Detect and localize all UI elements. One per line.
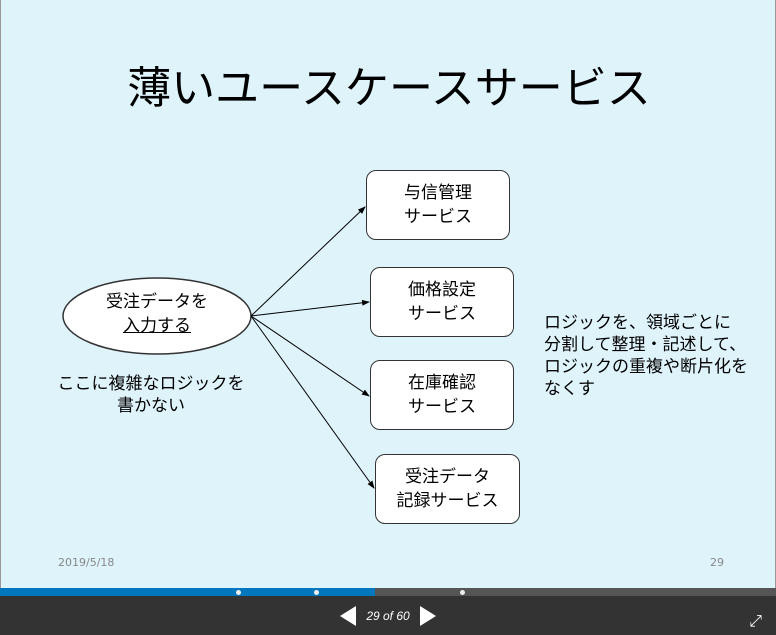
diagram-connectors <box>62 206 375 489</box>
slide-date: 2019/5/18 <box>58 556 115 569</box>
slide-counter: 29 of 60 <box>366 608 410 623</box>
service-line2: サービス <box>408 304 476 324</box>
right-note-line2: 分割して整理・記述して、 <box>544 335 747 355</box>
arrow-credit <box>250 206 366 317</box>
fullscreen-icon[interactable]: ⤢ <box>749 611 762 630</box>
right-note: ロジックを、領域ごとに 分割して整理・記述して、 ロジックの重複や断片化を なく… <box>544 312 748 400</box>
progress-fill <box>0 588 375 596</box>
use-case-line2: 入力する <box>123 316 191 336</box>
use-case-label: 受注データを 入力する <box>63 290 251 338</box>
service-box-price: 価格設定 サービス <box>370 267 514 337</box>
arrow-stock <box>250 315 370 397</box>
use-case-line1: 受注データを <box>106 292 208 312</box>
left-note-line1: ここに複雑なロジックを <box>57 374 245 394</box>
service-line1: 与信管理 <box>404 183 472 203</box>
slide-navigation: 29 of 60 <box>0 596 776 635</box>
right-note-line3: ロジックの重複や断片化を <box>544 357 748 377</box>
left-note-line2: 書かない <box>117 396 185 416</box>
service-line1: 受注データ <box>405 467 490 487</box>
arrow-record <box>250 315 375 489</box>
right-note-line4: なくす <box>544 379 595 399</box>
arrow-price <box>250 299 370 317</box>
progress-marker[interactable] <box>314 590 319 595</box>
service-line1: 在庫確認 <box>408 373 476 393</box>
service-line1: 価格設定 <box>408 280 476 300</box>
service-box-stock: 在庫確認 サービス <box>370 360 514 430</box>
slide-title: 薄いユースケースサービス <box>127 63 651 114</box>
progress-marker[interactable] <box>460 590 465 595</box>
progress-bar[interactable] <box>0 588 776 596</box>
service-line2: 記録サービス <box>396 491 499 511</box>
service-line2: サービス <box>404 207 472 227</box>
service-line2: サービス <box>408 397 476 417</box>
slide: 薄いユースケースサービス 受注データを 入力する 与信管理 サービス 価格設定 … <box>0 0 776 588</box>
right-note-line1: ロジックを、領域ごとに <box>544 313 731 333</box>
left-note: ここに複雑なロジックを 書かない <box>51 373 251 417</box>
service-box-credit: 与信管理 サービス <box>366 170 510 240</box>
previous-slide-button[interactable] <box>340 605 357 626</box>
progress-marker[interactable] <box>236 590 241 595</box>
next-slide-button[interactable] <box>419 605 436 626</box>
slide-page-number: 29 <box>710 556 724 569</box>
service-box-record: 受注データ 記録サービス <box>375 454 520 524</box>
